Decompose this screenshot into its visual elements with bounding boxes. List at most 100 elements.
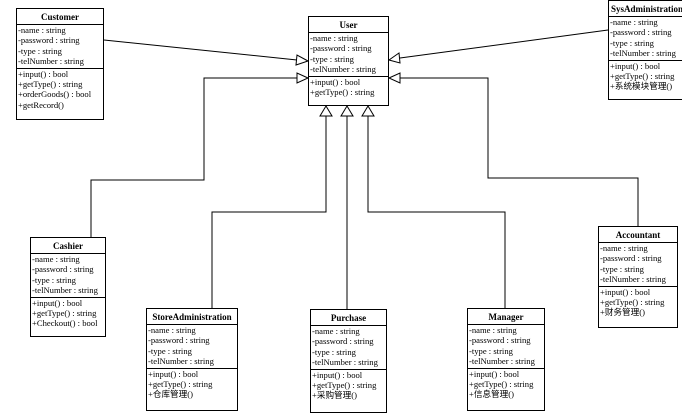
attribute: -name : string [148, 325, 196, 335]
arrowhead-purchase-user [340, 105, 354, 117]
attribute: -type : string [32, 274, 76, 285]
arrowhead-storeadmin-user [319, 105, 333, 117]
operations-section: +input() : bool +getType() : string +ord… [17, 67, 103, 112]
attribute: -name : string [600, 243, 648, 253]
operations-section: +input() : bool +getType() : string +采购管… [311, 368, 386, 402]
operation: +getType() : string [148, 379, 213, 390]
class-manager[interactable]: Manager -name : string -password : strin… [467, 308, 545, 411]
operation: +getType() : string [310, 87, 375, 98]
attribute: -password : string [312, 336, 374, 347]
attribute: -telNumber : string [310, 64, 376, 75]
attributes-section: -name : string -password : string -type … [17, 25, 103, 68]
connector-cashier-user [90, 77, 297, 237]
attribute: -name : string [18, 25, 66, 35]
attribute: -telNumber : string [32, 285, 98, 296]
connector-storeadmin-user [211, 116, 327, 308]
connector-sysadmin-user [399, 29, 609, 59]
attributes-section: -name : string -password : string -type … [31, 254, 105, 297]
operation: +input() : bool [469, 368, 520, 379]
attribute: -name : string [32, 254, 80, 264]
attribute: -type : string [18, 45, 62, 56]
attribute: -telNumber : string [18, 56, 84, 67]
operation: +getType() : string [610, 71, 675, 82]
attributes-section: -name : string -password : string -type … [468, 325, 544, 368]
class-name: Manager [468, 309, 544, 325]
class-name: Purchase [311, 310, 386, 326]
class-customer[interactable]: Customer -name : string -password : stri… [16, 8, 104, 120]
operations-section: +input() : bool +getType() : string +系统模… [609, 59, 682, 93]
operation: +input() : bool [148, 368, 199, 379]
attribute: -password : string [600, 253, 662, 264]
attribute: -password : string [148, 335, 210, 346]
attributes-section: -name : string -password : string -type … [609, 17, 682, 60]
operation: +信息管理() [469, 389, 514, 400]
attribute: -telNumber : string [148, 356, 214, 367]
operations-section: +input() : bool +getType() : string +Che… [31, 296, 105, 330]
attribute: -type : string [600, 263, 644, 274]
class-name: StoreAdministration [147, 309, 237, 325]
operation: +getType() : string [600, 297, 665, 308]
class-name: Cashier [31, 238, 105, 254]
class-user[interactable]: User -name : string -password : string -… [308, 16, 389, 106]
attribute: -password : string [18, 35, 80, 46]
operation: +采购管理() [312, 390, 357, 401]
attribute: -name : string [469, 325, 517, 335]
operation: +input() : bool [312, 369, 363, 380]
operation: +getType() : string [18, 79, 83, 90]
operation: +input() : bool [600, 286, 651, 297]
attribute: -password : string [310, 43, 372, 54]
attributes-section: -name : string -password : string -type … [147, 325, 237, 368]
attribute: -name : string [310, 33, 358, 43]
arrowhead-accountant-user [387, 72, 401, 84]
operation: +input() : bool [18, 68, 69, 79]
operation: +系统模块管理() [610, 81, 673, 92]
operations-section: +input() : bool +getType() : string [309, 75, 388, 99]
attributes-section: -name : string -password : string -type … [311, 326, 386, 369]
operation: +仓库管理() [148, 389, 193, 400]
attribute: -telNumber : string [312, 357, 378, 368]
class-accountant[interactable]: Accountant -name : string -password : st… [598, 226, 678, 328]
class-name: SysAdministration [609, 1, 682, 17]
attribute: -type : string [310, 53, 354, 64]
arrowhead-sysadmin-user [387, 52, 401, 64]
attribute: -password : string [610, 27, 672, 38]
attribute: -name : string [312, 326, 360, 336]
class-purchase[interactable]: Purchase -name : string -password : stri… [310, 309, 387, 413]
attribute: -telNumber : string [600, 274, 666, 285]
operation: +getType() : string [32, 308, 97, 319]
attribute: -telNumber : string [610, 48, 676, 59]
attributes-section: -name : string -password : string -type … [599, 243, 677, 286]
operation: +input() : bool [310, 76, 361, 87]
attribute: -telNumber : string [469, 356, 535, 367]
operation: +orderGoods() : bool [18, 89, 92, 100]
arrowhead-customer-user [295, 54, 310, 66]
connector-manager-user [367, 116, 506, 308]
operation: +财务管理() [600, 307, 645, 318]
operation: +getType() : string [469, 379, 534, 390]
attribute: -type : string [312, 346, 356, 357]
attribute: -type : string [610, 37, 654, 48]
operation: +input() : bool [32, 297, 83, 308]
operation: +getRecord() [18, 99, 64, 110]
operation: +Checkout() : bool [32, 318, 98, 329]
class-cashier[interactable]: Cashier -name : string -password : strin… [30, 237, 106, 337]
connector-customer-user [103, 39, 298, 61]
attribute: -type : string [469, 345, 513, 356]
operations-section: +input() : bool +getType() : string +仓库管… [147, 367, 237, 401]
attributes-section: -name : string -password : string -type … [309, 33, 388, 76]
attribute: -password : string [469, 335, 531, 346]
class-name: Accountant [599, 227, 677, 243]
attribute: -name : string [610, 17, 658, 27]
attribute: -password : string [32, 264, 94, 275]
connector-accountant-user [400, 77, 639, 226]
operation: +getType() : string [312, 380, 377, 391]
class-storeadministration[interactable]: StoreAdministration -name : string -pass… [146, 308, 238, 411]
class-sysadministration[interactable]: SysAdministration -name : string -passwo… [608, 0, 682, 100]
class-name: Customer [17, 9, 103, 25]
operations-section: +input() : bool +getType() : string +财务管… [599, 285, 677, 319]
operations-section: +input() : bool +getType() : string +信息管… [468, 367, 544, 401]
class-name: User [309, 17, 388, 33]
attribute: -type : string [148, 345, 192, 356]
